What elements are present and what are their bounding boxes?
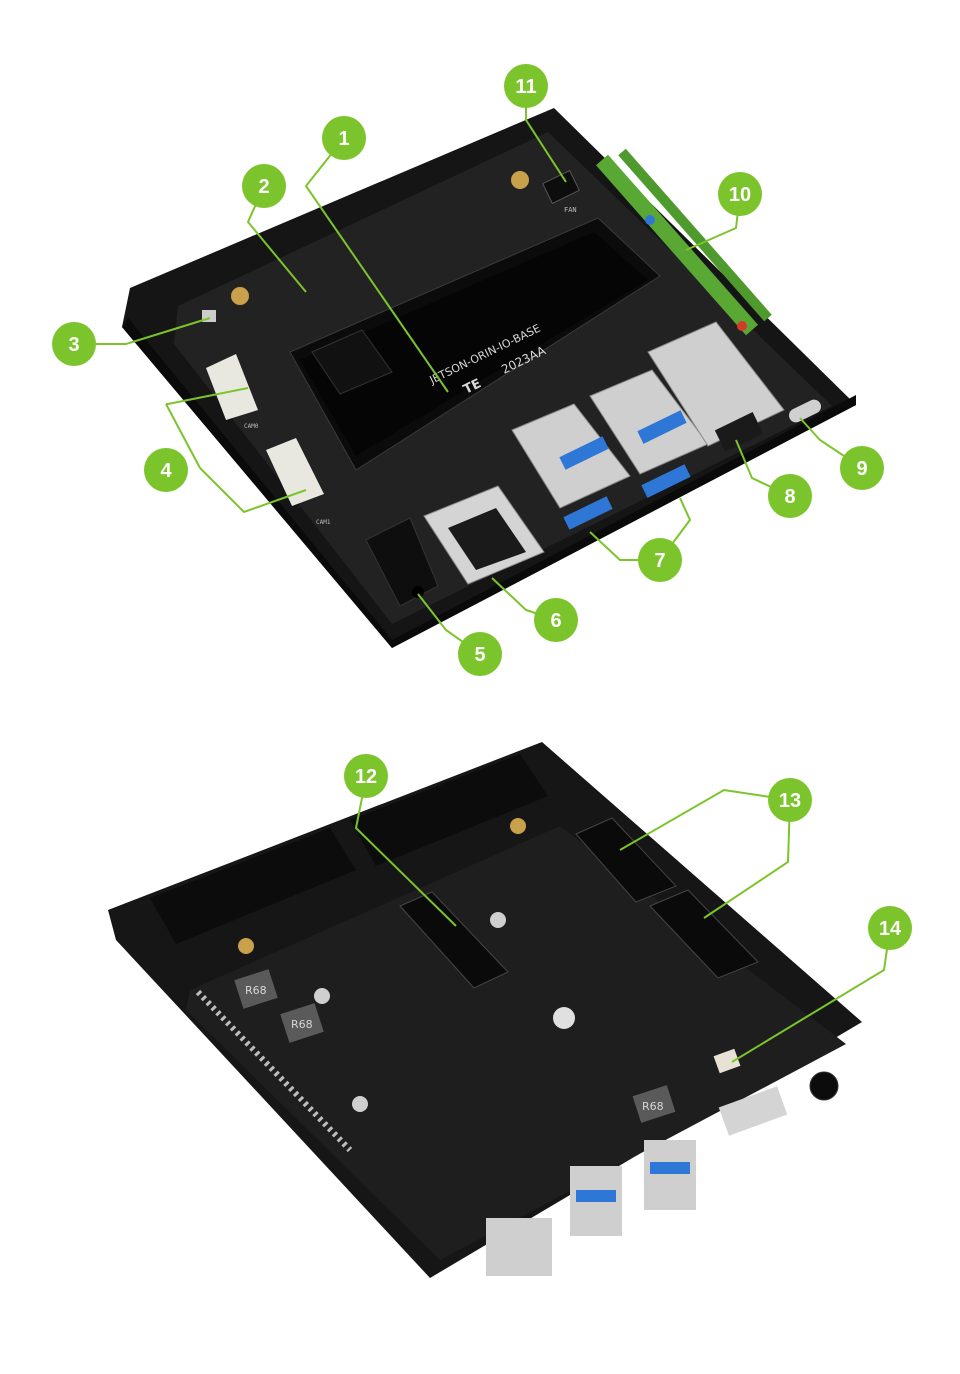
m2-key-m-slot-2 bbox=[649, 889, 759, 979]
leader-4b bbox=[199, 467, 307, 514]
bottom-ethernet bbox=[486, 1218, 552, 1276]
callout-7: 7 bbox=[638, 538, 682, 582]
svg-text:11: 11 bbox=[515, 76, 536, 98]
callout-2: 2 bbox=[242, 164, 286, 208]
callout-10: 10 bbox=[718, 172, 762, 216]
callout-14: 14 bbox=[868, 906, 912, 950]
callout-6: 6 bbox=[534, 598, 578, 642]
header-pins-bottom bbox=[195, 989, 353, 1153]
svg-text:3: 3 bbox=[68, 334, 79, 356]
leader-4 bbox=[165, 403, 201, 469]
callout-12: 12 bbox=[344, 754, 388, 798]
standoff-left bbox=[231, 287, 249, 305]
ethernet-jack bbox=[714, 412, 764, 452]
m2-key-m-slot-1 bbox=[575, 817, 677, 903]
cam0-connector bbox=[206, 354, 258, 420]
cam1-silk: CAM1 bbox=[316, 519, 331, 526]
gpio-header bbox=[596, 148, 772, 336]
svg-text:13: 13 bbox=[779, 790, 801, 812]
svg-text:8: 8 bbox=[784, 486, 795, 508]
callout-1: 1 bbox=[322, 116, 366, 160]
svg-text:14: 14 bbox=[879, 918, 902, 940]
svg-text:6: 6 bbox=[550, 610, 561, 632]
rtc-connector bbox=[713, 1048, 741, 1074]
inductor-1 bbox=[234, 969, 278, 1009]
fan-connector bbox=[542, 169, 580, 205]
callout-5: 5 bbox=[458, 632, 502, 676]
usb-stack-left bbox=[511, 403, 631, 530]
callout-13: 13 bbox=[768, 778, 812, 822]
bottom-standoff-2 bbox=[510, 818, 526, 834]
usb-stack-right bbox=[589, 369, 709, 498]
bottom-standoff-1 bbox=[238, 938, 254, 954]
top-pcb bbox=[174, 132, 832, 624]
ic-chip bbox=[311, 329, 393, 395]
bottom-standoff-3 bbox=[314, 988, 330, 1004]
cam1-connector bbox=[266, 438, 324, 506]
fan-silk: FAN bbox=[564, 206, 577, 214]
inductor-3-silk: R68 bbox=[642, 1100, 664, 1113]
callout-4: 4 bbox=[144, 448, 188, 492]
inductor-2-silk: R68 bbox=[291, 1018, 313, 1031]
svg-text:12: 12 bbox=[355, 766, 377, 788]
bottom-usb-2 bbox=[644, 1140, 696, 1210]
cam0-silk: CAM0 bbox=[244, 423, 259, 430]
callout-8: 8 bbox=[768, 474, 812, 518]
standoff-right bbox=[511, 171, 529, 189]
bottom-standoff-4 bbox=[490, 912, 506, 928]
inductor-3 bbox=[632, 1085, 676, 1123]
som-slot bbox=[300, 232, 648, 456]
callout-3: 3 bbox=[52, 322, 96, 366]
svg-text:10: 10 bbox=[729, 184, 751, 206]
leader-13a bbox=[619, 788, 791, 851]
bottom-dc-jack bbox=[809, 1071, 839, 1101]
top-case-front bbox=[392, 395, 856, 648]
callout-9: 9 bbox=[840, 446, 884, 490]
displayport-inner bbox=[448, 508, 526, 570]
inductor-2 bbox=[280, 1003, 324, 1043]
svg-text:2: 2 bbox=[258, 176, 269, 198]
bottom-usb-1-blue bbox=[576, 1190, 616, 1202]
case-rib-left bbox=[150, 828, 356, 944]
svg-text:4: 4 bbox=[160, 460, 172, 482]
svg-text:9: 9 bbox=[856, 458, 867, 480]
inductor-1-silk: R68 bbox=[245, 984, 267, 997]
callout-11: 11 bbox=[504, 64, 548, 108]
dc-jack bbox=[365, 517, 439, 607]
callouts: 1 2 3 4 5 6 7 8 bbox=[52, 64, 912, 950]
bottom-displayport bbox=[718, 1086, 788, 1136]
dc-jack-hole bbox=[412, 586, 424, 598]
te-brand-silk: TE bbox=[461, 376, 484, 397]
svg-text:1: 1 bbox=[338, 128, 349, 150]
bottom-view: R68 R68 R68 bbox=[108, 742, 862, 1278]
bottom-standoff-5 bbox=[352, 1096, 368, 1112]
case-rib-top bbox=[350, 754, 548, 866]
logo-mark bbox=[553, 1007, 575, 1029]
m2-key-e-slot bbox=[399, 891, 509, 989]
svg-text:7: 7 bbox=[654, 550, 665, 572]
svg-text:5: 5 bbox=[474, 644, 485, 666]
usb-c-port bbox=[789, 399, 821, 423]
top-view: JETSON-ORIN-IO-BASE TE 2023AA FAN CAM0 C… bbox=[122, 108, 856, 648]
bottom-usb-2-blue bbox=[650, 1162, 690, 1174]
